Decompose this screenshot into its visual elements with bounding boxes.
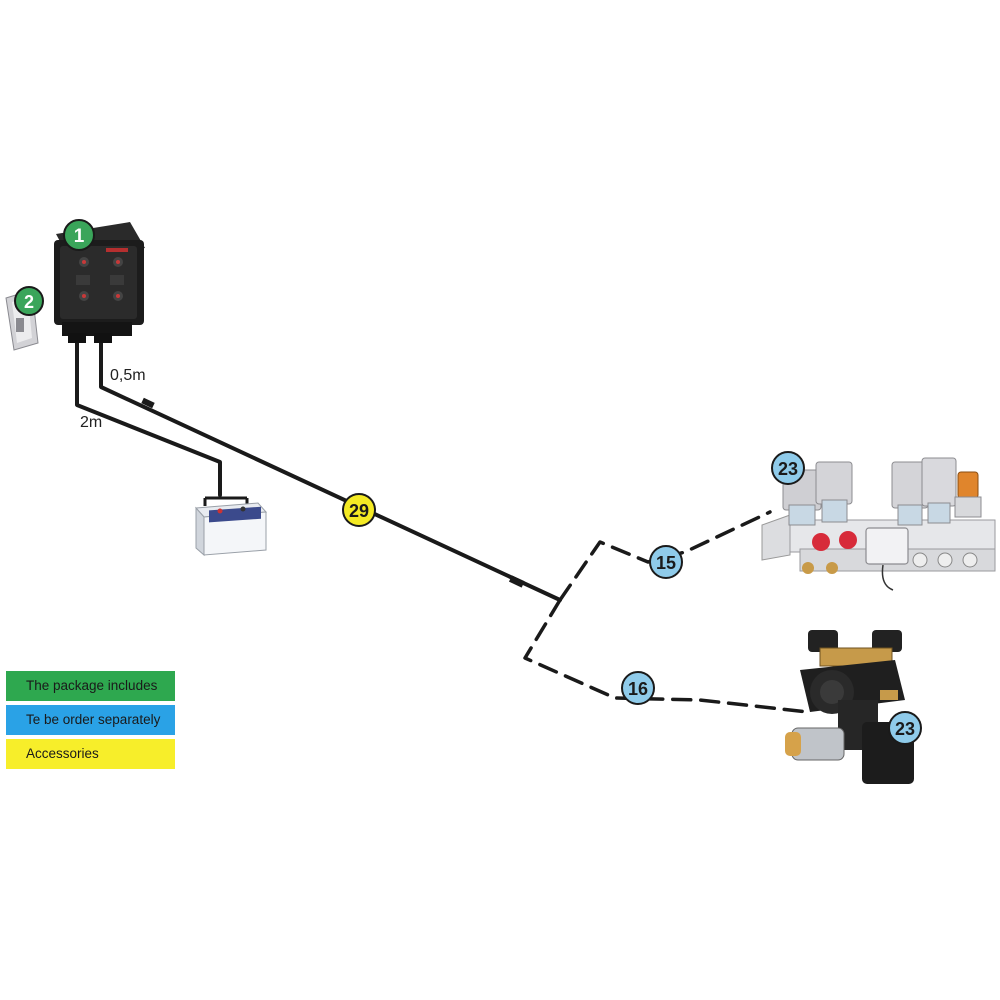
badge-cable-a-label: 15 bbox=[656, 553, 676, 573]
badge-valve-top: 23 bbox=[771, 451, 805, 485]
section-valve-block-icon bbox=[761, 457, 996, 591]
cable-16-dashed bbox=[523, 598, 810, 714]
legend-order-separately: Te be order separately bbox=[6, 705, 175, 735]
badge-cable-main: 29 bbox=[342, 493, 376, 527]
legend-package-includes: The package includes bbox=[6, 671, 175, 701]
cables bbox=[75, 338, 810, 714]
badge-cable-b-label: 16 bbox=[628, 679, 648, 699]
badge-cable-a: 15 bbox=[649, 545, 683, 579]
badge-bracket-label: 2 bbox=[24, 292, 34, 312]
cable-label-short: 0,5m bbox=[110, 367, 146, 384]
main-valve-icon bbox=[785, 630, 914, 784]
badge-controller-label: 1 bbox=[74, 226, 85, 247]
cable-connector-2 bbox=[508, 575, 525, 588]
battery-cable bbox=[75, 338, 222, 497]
badge-controller: 1 bbox=[63, 219, 95, 251]
badge-cable-main-label: 29 bbox=[349, 501, 369, 521]
badge-valve-bottom-label: 23 bbox=[895, 719, 915, 739]
battery-icon bbox=[194, 496, 268, 557]
main-cable bbox=[99, 338, 562, 602]
cable-15-dashed bbox=[558, 510, 772, 602]
badge-cable-b: 16 bbox=[621, 671, 655, 705]
cable-connector-1 bbox=[141, 397, 155, 409]
badge-valve-top-label: 23 bbox=[778, 459, 798, 479]
badge-valve-bottom: 23 bbox=[888, 711, 922, 745]
legend-accessories: Accessories bbox=[6, 739, 175, 769]
cable-label-long: 2m bbox=[80, 414, 102, 431]
badge-bracket: 2 bbox=[14, 286, 44, 316]
